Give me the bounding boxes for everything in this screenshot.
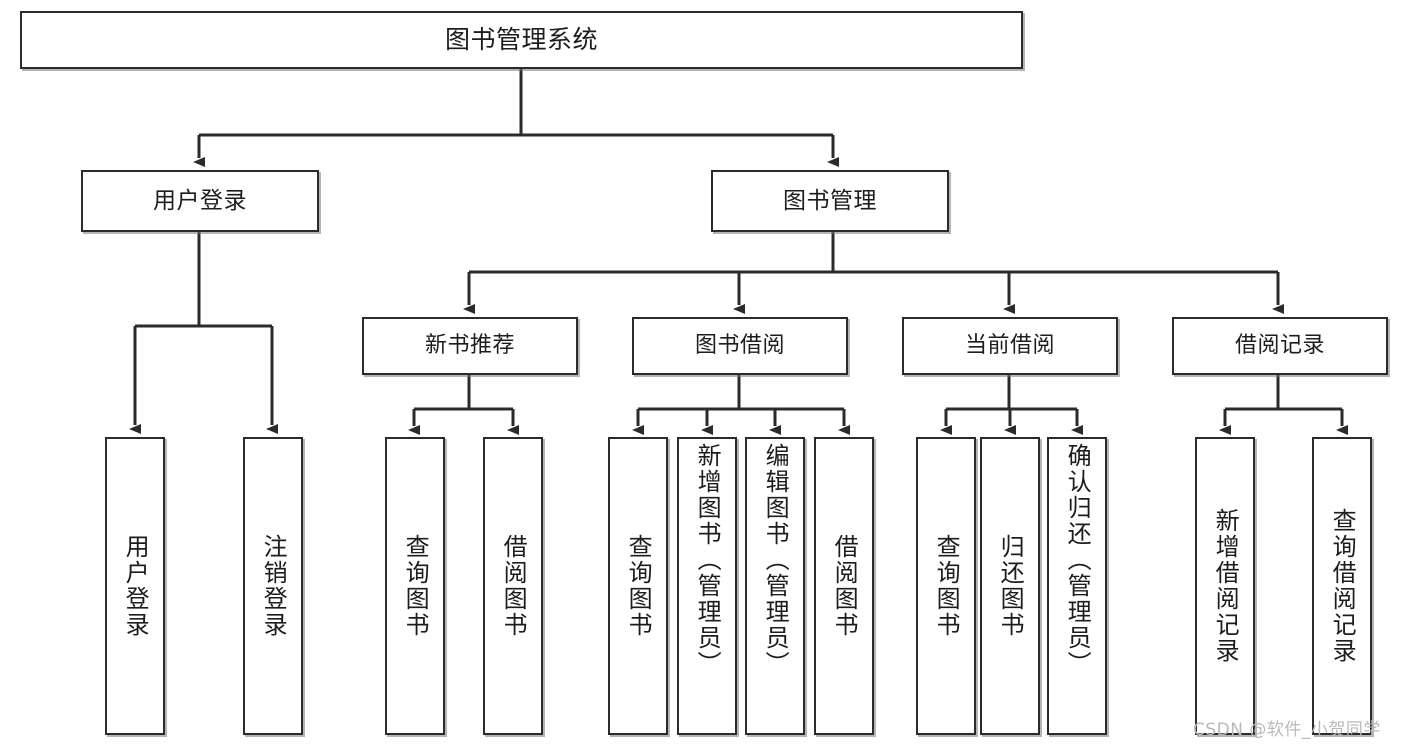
node-leaf-query-book-2-label: 查询图书 xyxy=(624,534,653,638)
node-root-label: 图书管理系统 xyxy=(444,24,598,54)
node-leaf-add-book-label: 新增图书（管理员） xyxy=(693,443,722,677)
node-borrow-record-label: 借阅记录 xyxy=(1234,332,1325,358)
node-leaf-user-login-label: 用户登录 xyxy=(121,534,150,638)
node-leaf-borrow-book-2-label: 借阅图书 xyxy=(830,534,859,638)
node-leaf-confirm-return[interactable]: 确认归还（管理员） xyxy=(1047,437,1107,735)
node-leaf-return-book[interactable]: 归还图书 xyxy=(980,437,1040,735)
csdn-watermark: CSDN @软件_小贺同学 xyxy=(1193,720,1381,740)
node-book-borrow-label: 图书借阅 xyxy=(694,332,785,358)
node-leaf-logout-login-label: 注销登录 xyxy=(259,534,288,638)
node-book-management[interactable]: 图书管理 xyxy=(711,170,949,232)
node-leaf-add-book[interactable]: 新增图书（管理员） xyxy=(677,437,737,735)
node-leaf-query-book-3[interactable]: 查询图书 xyxy=(916,437,976,735)
node-leaf-query-record-label: 查询借阅记录 xyxy=(1328,508,1357,664)
node-leaf-query-book-2[interactable]: 查询图书 xyxy=(608,437,668,735)
node-leaf-borrow-book-1[interactable]: 借阅图书 xyxy=(483,437,543,735)
node-leaf-borrow-book-2[interactable]: 借阅图书 xyxy=(814,437,874,735)
node-leaf-edit-book-label: 编辑图书（管理员） xyxy=(761,443,790,677)
node-current-borrow-label: 当前借阅 xyxy=(964,332,1055,358)
node-leaf-query-record[interactable]: 查询借阅记录 xyxy=(1312,437,1372,735)
node-leaf-logout-login[interactable]: 注销登录 xyxy=(243,437,303,735)
node-borrow-record[interactable]: 借阅记录 xyxy=(1172,317,1388,375)
node-leaf-return-book-label: 归还图书 xyxy=(996,534,1025,638)
node-user-login-label: 用户登录 xyxy=(153,187,247,214)
node-leaf-borrow-book-1-label: 借阅图书 xyxy=(499,534,528,638)
node-user-login[interactable]: 用户登录 xyxy=(81,170,319,232)
node-leaf-query-book-3-label: 查询图书 xyxy=(932,534,961,638)
node-book-management-label: 图书管理 xyxy=(783,187,877,214)
node-leaf-user-login[interactable]: 用户登录 xyxy=(105,437,165,735)
node-leaf-add-record-label: 新增借阅记录 xyxy=(1211,508,1240,664)
node-new-book-recommend[interactable]: 新书推荐 xyxy=(362,317,578,375)
node-leaf-confirm-return-label: 确认归还（管理员） xyxy=(1063,443,1092,677)
node-book-borrow[interactable]: 图书借阅 xyxy=(632,317,848,375)
node-current-borrow[interactable]: 当前借阅 xyxy=(902,317,1118,375)
node-leaf-edit-book[interactable]: 编辑图书（管理员） xyxy=(745,437,805,735)
node-root[interactable]: 图书管理系统 xyxy=(20,11,1023,69)
node-leaf-query-book-1[interactable]: 查询图书 xyxy=(385,437,445,735)
node-leaf-add-record[interactable]: 新增借阅记录 xyxy=(1195,437,1255,735)
node-new-book-recommend-label: 新书推荐 xyxy=(424,332,515,358)
node-leaf-query-book-1-label: 查询图书 xyxy=(401,534,430,638)
